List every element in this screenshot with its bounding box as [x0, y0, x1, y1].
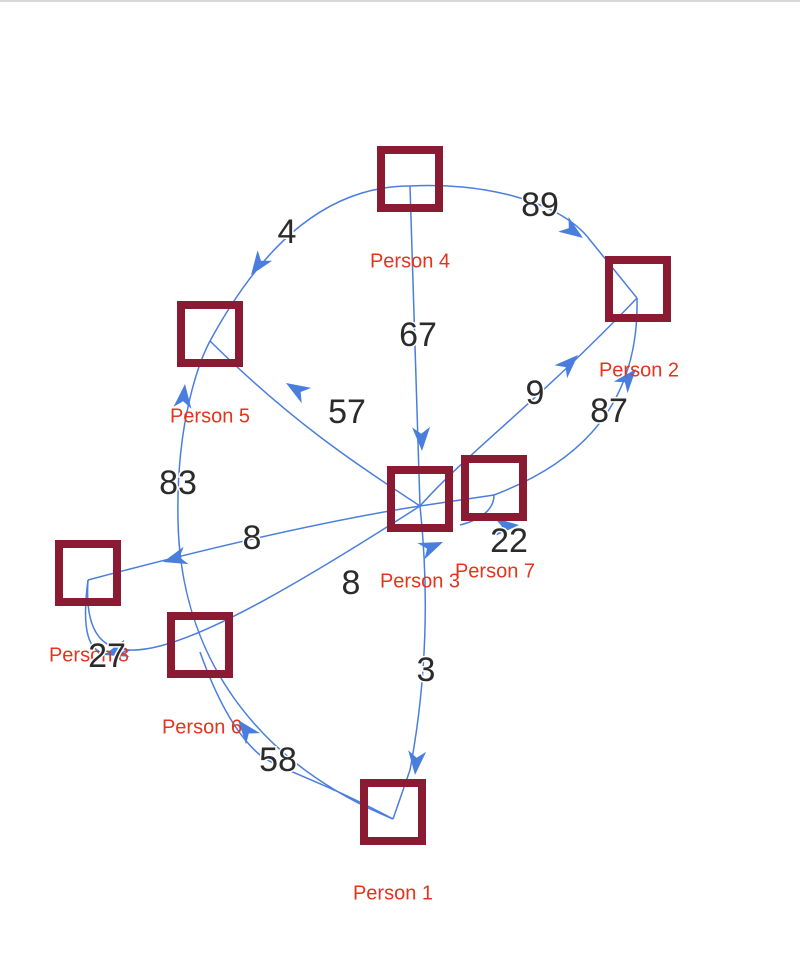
edge-label-p4-p3: 67 [399, 316, 437, 354]
arrowhead-p1-p6 [238, 720, 260, 745]
edge-label-p3-p2: 9 [526, 374, 545, 412]
node-label: Person 7 [455, 560, 535, 582]
edge-label-p1-p5: 83 [159, 464, 197, 502]
node-box[interactable] [360, 779, 426, 845]
edge-p3-p1 [392, 505, 426, 820]
arrowhead-p4-p5 [251, 250, 273, 275]
edge-label-p3-p1: 3 [417, 651, 436, 689]
node-box[interactable] [55, 540, 121, 606]
node-p5[interactable]: Person 5 [170, 301, 250, 427]
edge-label-p4-p5: 4 [278, 213, 297, 251]
arrowhead-p8-p3 [417, 542, 443, 560]
node-p6[interactable]: Person 6 [162, 612, 242, 738]
edge-p3-p8 [87, 505, 421, 581]
arrowhead-p3-p1 [408, 750, 427, 775]
arrowhead-p3-p8 [163, 546, 189, 565]
top-border [0, 0, 800, 2]
arrowhead-p4-p2 [558, 216, 583, 238]
edge-label-p8-p8: 27 [88, 637, 126, 675]
arrowhead-p1-p5 [173, 384, 192, 409]
edge-p3-p2 [419, 297, 638, 507]
node-p7[interactable]: Person 7 [455, 455, 535, 582]
node-box[interactable] [461, 455, 527, 521]
arrowhead-p3-p7 [494, 517, 519, 536]
arrowhead-p3-p5 [286, 383, 312, 404]
edge-p8-p3 [86, 505, 421, 651]
node-label: Person 8 [49, 644, 129, 666]
node-box[interactable] [377, 146, 443, 212]
node-box[interactable] [167, 612, 233, 678]
edge-p4-p3 [409, 185, 421, 507]
node-label: Person 1 [353, 882, 433, 904]
edge-label-p7-p2: 87 [590, 392, 628, 430]
arrowhead-p3-p2 [554, 355, 578, 379]
edge-label-p4-p2: 89 [521, 186, 559, 224]
node-p3[interactable]: Person 3 [380, 466, 460, 592]
arrowhead-p8-p8 [104, 639, 130, 657]
node-p8[interactable]: Person 8 [49, 540, 129, 666]
edge-label-p1-p6: 58 [259, 741, 297, 779]
node-label: Person 3 [380, 570, 460, 592]
node-box[interactable] [387, 466, 453, 532]
node-p4[interactable]: Person 4 [370, 146, 450, 272]
node-label: Person 2 [599, 359, 679, 381]
edge-label-p3-p8: 8 [243, 519, 262, 557]
node-label: Person 5 [170, 405, 250, 427]
edge-label-p3-p7: 22 [490, 522, 528, 560]
node-label: Person 4 [370, 250, 450, 272]
nodes-layer: Person 1 Person 2 Person 3 Person 4 Person 5… [49, 146, 679, 904]
edge-p3-p7 [419, 494, 495, 526]
node-box[interactable] [177, 301, 243, 367]
edge-label-p8-p3: 8 [342, 564, 361, 602]
edge-label-p3-p5: 57 [328, 393, 366, 431]
edge-labels-layer: 4 89 67 57 9 87 8 8 22 27 83 58 3 [87, 184, 630, 780]
arrowhead-p7-p2 [613, 369, 636, 394]
arrowhead-p4-p3 [412, 426, 431, 451]
edge-p1-p5 [177, 340, 394, 820]
edge-p1-p6 [199, 651, 394, 820]
node-label: Person 6 [162, 716, 242, 738]
node-box[interactable] [605, 256, 671, 322]
node-p2[interactable]: Person 2 [599, 256, 679, 381]
node-p1[interactable]: Person 1 [353, 779, 433, 904]
